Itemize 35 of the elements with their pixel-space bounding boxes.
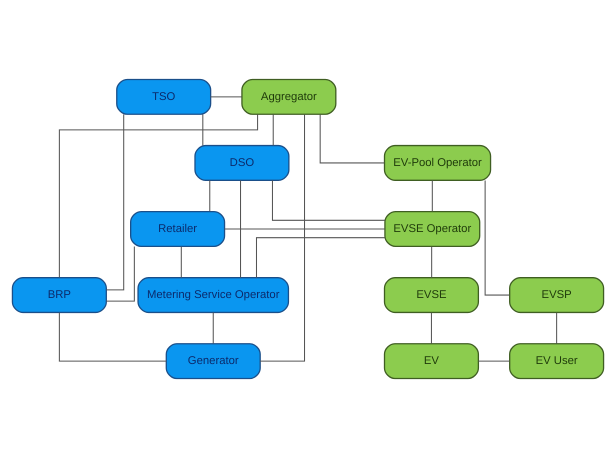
connector	[106, 246, 135, 302]
connector	[431, 246, 432, 278]
connector	[202, 114, 204, 145]
connector	[210, 96, 242, 97]
connector	[272, 114, 274, 145]
node-box: TSO	[116, 78, 212, 114]
node-box: EVSP	[509, 276, 604, 313]
connector	[209, 180, 210, 211]
node-box: Aggregator	[241, 78, 336, 114]
connector	[106, 114, 124, 290]
connector	[432, 180, 433, 211]
node-box: EVSE	[384, 276, 480, 313]
node-box: Generator	[166, 342, 261, 379]
connector	[320, 114, 384, 163]
node-box: Retailer	[130, 210, 226, 247]
connector	[260, 114, 306, 362]
connector	[180, 246, 182, 278]
connector	[256, 236, 385, 278]
node-box: EV-Pool Operator	[384, 144, 492, 180]
connector	[240, 180, 242, 278]
connector	[484, 180, 510, 296]
connector	[272, 180, 385, 220]
connector	[430, 312, 432, 344]
connector	[58, 114, 258, 277]
connector	[212, 312, 214, 343]
connector	[556, 312, 558, 344]
node-box: DSO	[194, 144, 290, 180]
node-box: EV User	[509, 342, 604, 379]
connector	[224, 228, 385, 230]
node-box: EV	[384, 342, 480, 379]
connector	[478, 360, 510, 362]
node-box: BRP	[12, 276, 107, 313]
connector	[58, 312, 166, 362]
node-box: EVSE Operator	[384, 210, 480, 247]
node-box: Metering Service Operator	[137, 276, 290, 313]
